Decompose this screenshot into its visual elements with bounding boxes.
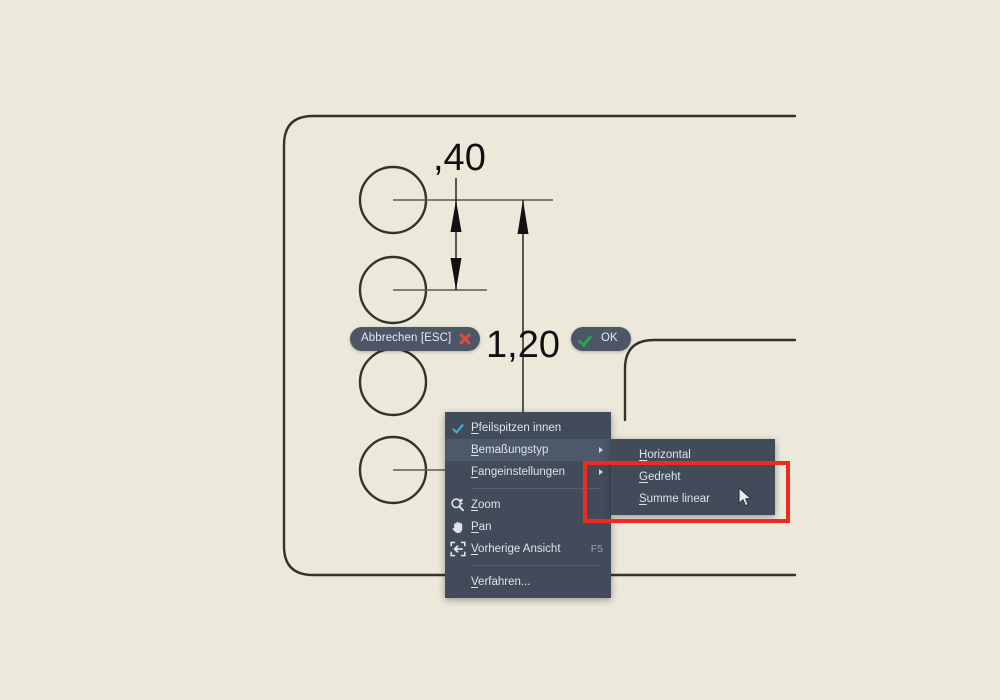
mouse-cursor bbox=[738, 487, 752, 507]
zoom-magnifier-icon bbox=[445, 497, 471, 513]
submenu-item-summe-linear[interactable]: Summe linear bbox=[611, 488, 775, 510]
menu-item-bemassungstyp[interactable]: Bemaßungstyp bbox=[445, 439, 611, 461]
part-outline-top bbox=[282, 114, 797, 230]
menu-item-zoom[interactable]: Zoom bbox=[445, 494, 611, 516]
submenu-item-horizontal[interactable]: Horizontal bbox=[611, 444, 775, 466]
close-x-icon bbox=[458, 333, 471, 346]
cancel-button[interactable]: Abbrechen [ESC] bbox=[350, 327, 481, 351]
menu-item-label: Zoom bbox=[471, 499, 501, 511]
menu-separator bbox=[471, 565, 601, 566]
menu-item-pfeilspitzen-innen[interactable]: PPfeilspitzen innenfeilspitzen innen bbox=[445, 417, 611, 439]
part-outline-inner bbox=[623, 338, 797, 422]
menu-item-label: PPfeilspitzen innenfeilspitzen innen bbox=[471, 422, 562, 434]
dimension-arrow-up bbox=[517, 200, 529, 234]
dimension-arrow-up bbox=[450, 200, 462, 232]
dimension-arrow-down bbox=[450, 258, 462, 290]
previous-view-icon bbox=[445, 541, 471, 557]
submenu-item-gedreht[interactable]: Gedreht bbox=[611, 466, 775, 488]
cancel-button-label: Abbrechen [ESC] bbox=[361, 332, 452, 345]
menu-separator bbox=[471, 488, 601, 489]
submenu-item-label: Gedreht bbox=[639, 471, 681, 483]
menu-item-shortcut: F5 bbox=[590, 543, 603, 555]
ok-button[interactable]: OK bbox=[571, 327, 631, 351]
context-menu[interactable]: PPfeilspitzen innenfeilspitzen innen Bem… bbox=[445, 412, 611, 598]
menu-item-vorherige-ansicht[interactable]: Vorherige Ansicht F5 bbox=[445, 538, 611, 560]
pan-hand-icon bbox=[445, 519, 471, 535]
menu-item-verfahren[interactable]: Verfahren... bbox=[445, 571, 611, 593]
submenu-item-label: Summe linear bbox=[639, 493, 710, 505]
menu-item-pan[interactable]: Pan bbox=[445, 516, 611, 538]
dimension-label-040: ,40 bbox=[433, 137, 486, 179]
menu-item-label: Vorherige Ansicht bbox=[471, 543, 561, 555]
chevron-right-icon bbox=[599, 447, 603, 453]
menu-item-label: Pan bbox=[471, 521, 492, 533]
menu-item-fangeinstellungen[interactable]: Fangeinstellungen bbox=[445, 461, 611, 483]
menu-item-label: Bemaßungstyp bbox=[471, 444, 549, 456]
check-icon bbox=[580, 333, 594, 346]
menu-item-label: Fangeinstellungen bbox=[471, 466, 565, 478]
dimension-label-120: 1,20 bbox=[486, 324, 560, 366]
check-icon bbox=[445, 423, 471, 433]
part-outline-bottom bbox=[282, 226, 797, 577]
hole-circle bbox=[358, 347, 428, 417]
menu-item-label: Verfahren... bbox=[471, 576, 531, 588]
chevron-right-icon bbox=[599, 469, 603, 475]
ok-button-label: OK bbox=[601, 332, 618, 345]
submenu-item-label: Horizontal bbox=[639, 449, 691, 461]
